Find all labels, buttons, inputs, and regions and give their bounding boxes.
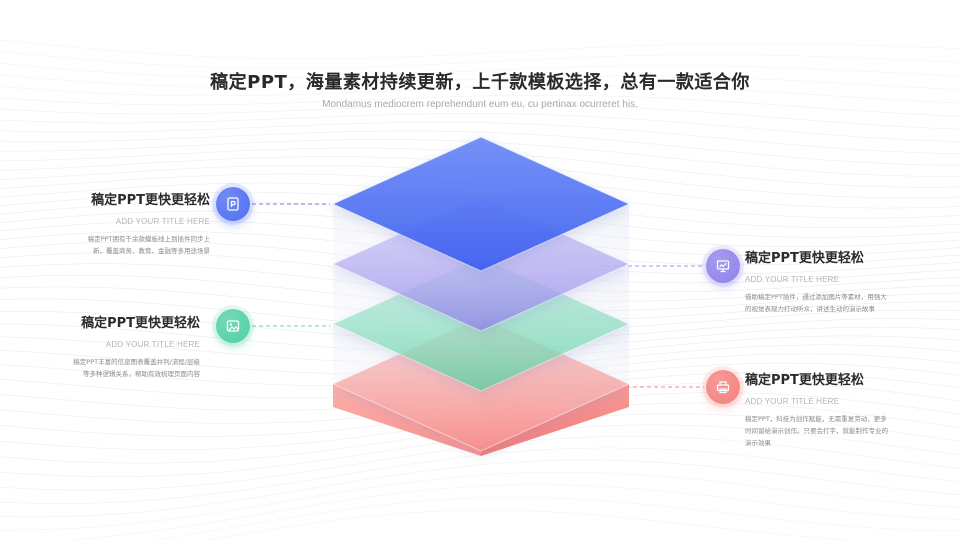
card-heading: 稿定PPT更快更轻松 [81, 316, 200, 331]
info-card-4: 稿定PPT更快更轻松 ADD YOUR TITLE HERE 稿定PPT，科技为创作… [745, 369, 890, 449]
red-layer-left-side [333, 384, 481, 456]
info-card-1: 稿定PPT更快更轻松 ADD YOUR TITLE HERE 稿定PPT拥有千余款模… [80, 189, 210, 257]
page-subtitle: Mondamus mediocrem reprehendunt eum eu, … [322, 99, 638, 110]
card-subheading: ADD YOUR TITLE HERE [115, 217, 210, 226]
wave-line [0, 85, 960, 104]
chart-board-icon [716, 260, 730, 273]
card-description: 借助稿定PPT插件，通过添加图片等素材，用强大的视觉表现力打动听众，讲述生动的演… [745, 293, 887, 313]
wave-line [0, 113, 960, 142]
card-description: 稿定PPT，科技为创作赋能，无需重复劳动，更多时间留给演示创作。只要会打字，就能… [745, 415, 888, 447]
blue-layer [332, 136, 630, 272]
wave-line [0, 122, 960, 154]
green-layer-glass-left [333, 324, 481, 451]
card-description: 稿定PPT丰富的信息图表覆盖并列/流程/层级等多种逻辑关系，帮助有效梳理页面内容 [73, 358, 200, 378]
wave-line [0, 104, 960, 130]
purple-layer-glass-right [481, 264, 629, 391]
page-title: 稿定PPT，海量素材持续更新，上千款模板选择，总有一款适合你 [210, 72, 750, 93]
info-card-3: 稿定PPT更快更轻松 ADD YOUR TITLE HERE 借助稿定PPT插件，通… [745, 247, 890, 315]
wave-line [0, 95, 960, 117]
card-heading: 稿定PPT更快更轻松 [91, 193, 210, 208]
card-subheading: ADD YOUR TITLE HERE [105, 340, 200, 349]
card-heading: 稿定PPT更快更轻松 [745, 373, 864, 388]
printer-icon [716, 381, 730, 394]
wave-line [0, 51, 960, 69]
card-subheading: ADD YOUR TITLE HERE [745, 397, 840, 406]
wave-line [0, 62, 960, 78]
icon-badge-3 [706, 249, 740, 283]
wave-line [205, 509, 855, 540]
wave-line [0, 39, 960, 60]
card-description: 稿定PPT拥有千余款模板线上到插件同步上新，覆盖商务、教育、金融等多用途场景 [87, 235, 210, 255]
purple-layer-glass-left [333, 264, 481, 391]
green-layer-glass-right [481, 324, 629, 451]
wave-line [0, 74, 960, 90]
presentation-file-icon [227, 197, 239, 211]
image-frame-icon [226, 320, 240, 332]
red-layer-right-side [481, 384, 629, 456]
wave-line [0, 459, 960, 518]
blue-layer-glass-right [481, 204, 629, 331]
wave-line [0, 130, 960, 166]
icon-badge-4 [706, 370, 740, 404]
card-subheading: ADD YOUR TITLE HERE [745, 275, 840, 284]
card-heading: 稿定PPT更快更轻松 [745, 251, 864, 266]
icon-badge-1 [216, 187, 250, 221]
wave-line [152, 497, 960, 540]
wave-line [0, 471, 960, 531]
wave-line [65, 484, 960, 540]
info-card-2: 稿定PPT更快更轻松 ADD YOUR TITLE HERE 稿定PPT丰富的信息图… [70, 312, 200, 380]
blue-layer-glass-left [333, 204, 481, 331]
icon-badge-2 [216, 309, 250, 343]
